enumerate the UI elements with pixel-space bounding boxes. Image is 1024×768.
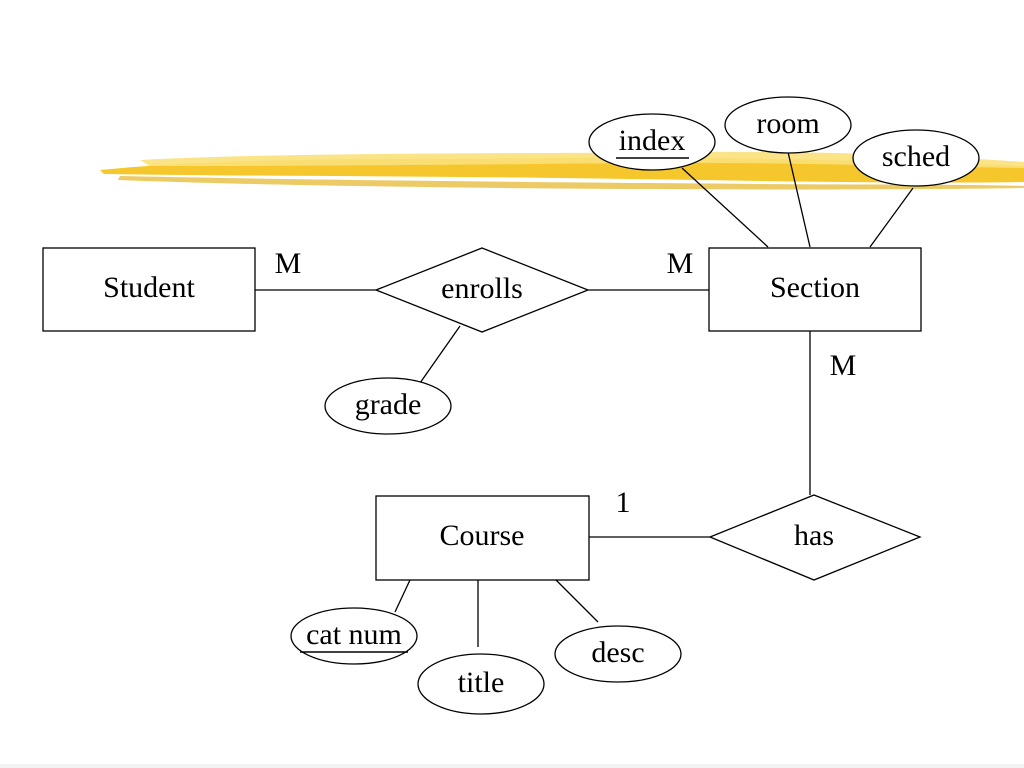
- cardinality-enrolls-section: M: [667, 247, 694, 280]
- cardinality-student-enrolls: M: [275, 247, 302, 280]
- cardinality-section-has: M: [830, 349, 857, 382]
- entity-course: Course: [375, 495, 590, 581]
- attribute-cat-num-label: cat num: [306, 618, 402, 651]
- attribute-cat-num: cat num: [290, 607, 418, 665]
- relationship-enrolls: enrolls: [374, 247, 590, 333]
- relationship-has-label: has: [794, 519, 834, 552]
- attribute-desc: desc: [554, 625, 682, 683]
- entity-student-label: Student: [103, 271, 195, 304]
- line-course-catnum: [394, 579, 411, 613]
- attribute-grade-label: grade: [355, 388, 422, 421]
- relationship-enrolls-label: enrolls: [441, 272, 523, 305]
- line-enrolls-grade: [419, 325, 461, 384]
- attribute-index-label: index: [619, 124, 686, 157]
- attribute-title: title: [417, 653, 545, 715]
- entity-course-label: Course: [440, 519, 525, 552]
- attribute-index: index: [588, 113, 716, 171]
- attribute-title-label: title: [458, 666, 505, 699]
- attribute-room: room: [724, 96, 852, 154]
- cardinality-course-has: 1: [616, 486, 631, 519]
- attribute-grade: grade: [324, 377, 452, 435]
- entity-section: Section: [708, 247, 922, 332]
- line-section-room: [787, 151, 811, 248]
- line-section-index: [681, 167, 769, 248]
- attribute-sched-label: sched: [882, 140, 950, 173]
- connector-lines: [255, 151, 914, 647]
- attribute-sched: sched: [852, 129, 980, 187]
- line-course-desc: [555, 579, 599, 623]
- entity-student: Student: [42, 247, 256, 332]
- attribute-desc-label: desc: [591, 636, 644, 669]
- attribute-room-label: room: [756, 107, 819, 140]
- line-section-sched: [869, 187, 914, 248]
- entity-section-label: Section: [770, 271, 860, 304]
- relationship-has: has: [708, 494, 922, 581]
- footer-band: [0, 764, 1024, 768]
